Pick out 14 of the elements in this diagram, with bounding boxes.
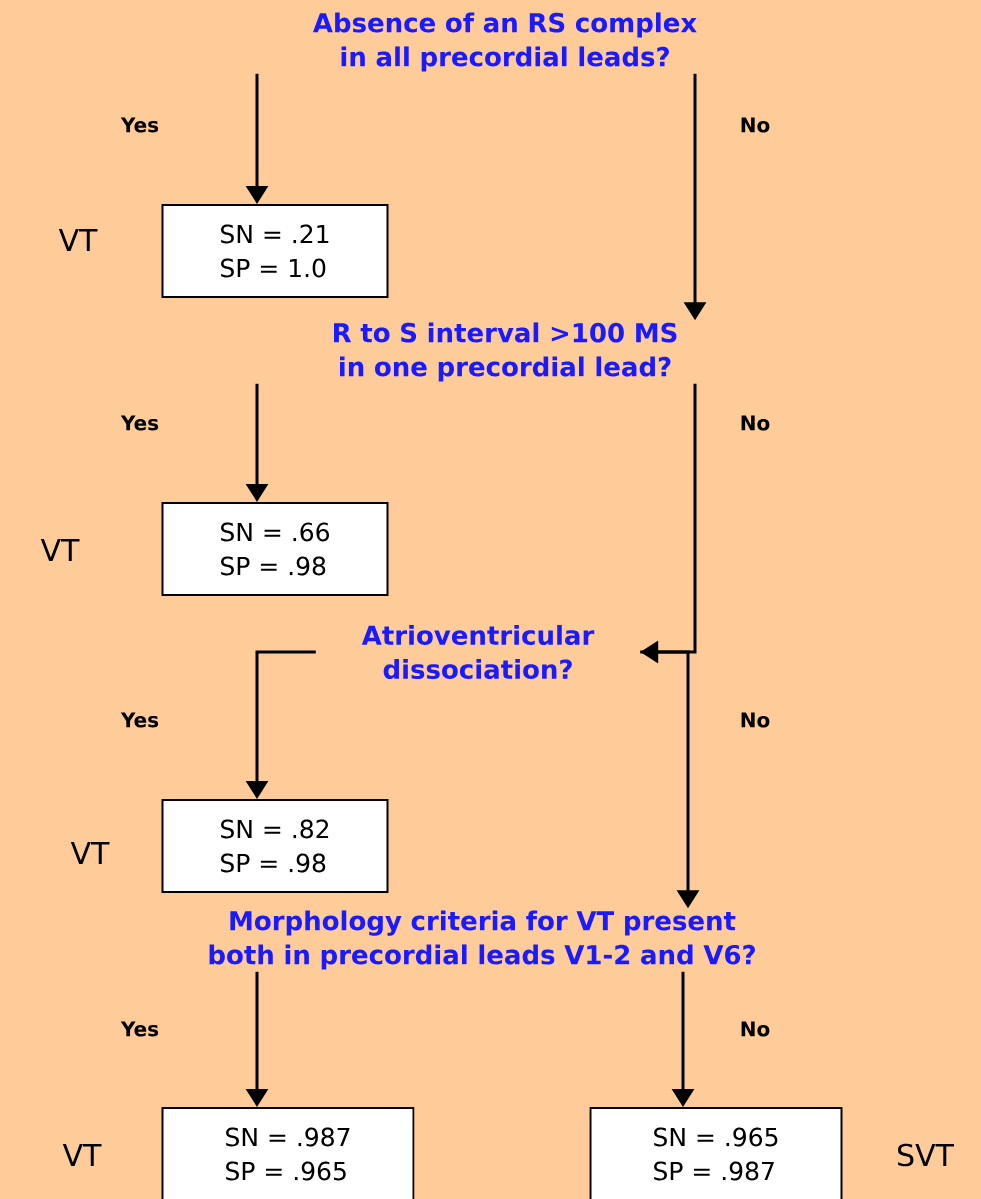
diagnosis-label: SVT — [898, 1143, 955, 1167]
diagnosis-label: VT — [70, 842, 110, 864]
question-text: Absence of an RS complex in all precordial leads? — [312, 12, 697, 72]
result-box: SN = .66 SP = .98 — [161, 502, 389, 596]
result-box: SN = .965 SP = .987 — [589, 1107, 843, 1199]
question-text: R to S interval >100 MS in one precordial lead? — [334, 322, 677, 382]
diagnosis-label: VT — [58, 229, 98, 251]
diagnosis-label: VT — [62, 1144, 102, 1166]
question-text: Atrioventricular dissociation? — [361, 624, 595, 680]
result-box: SN = .82 SP = .98 — [161, 799, 389, 893]
result-box: SN = .987 SP = .965 — [161, 1107, 415, 1199]
diagnosis-label: VT — [40, 539, 80, 561]
question-text: Morphology criteria for VT present both in precordial leads V1-2 and V6? — [209, 910, 755, 970]
result-box: SN = .21 SP = 1.0 — [161, 204, 389, 298]
